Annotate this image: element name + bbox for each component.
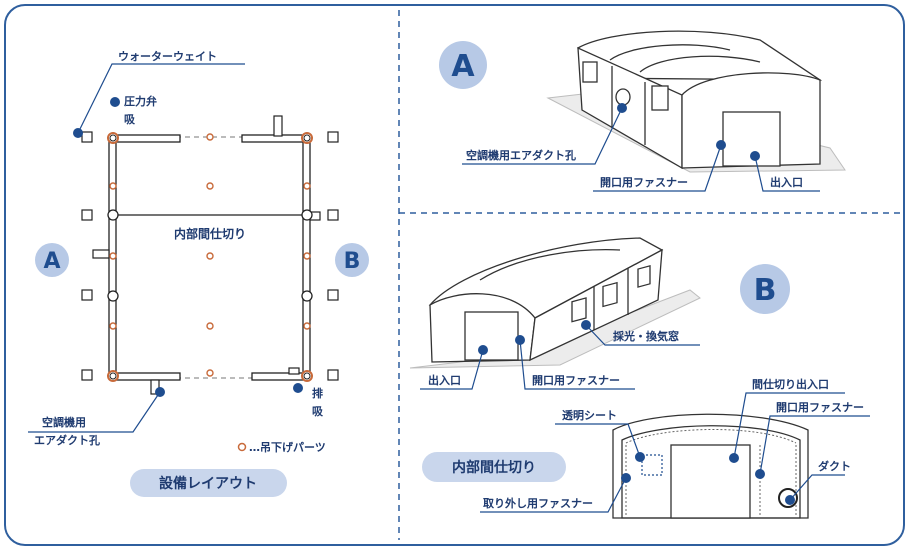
side-b-circle: [335, 243, 369, 277]
label-clear-sheet: 透明シート: [562, 409, 617, 422]
mid-post-l2: [107, 290, 119, 302]
wall-bottom-left: [109, 372, 181, 381]
clear-sheet-window: [641, 454, 663, 476]
label-duct: ダクト: [818, 459, 851, 473]
legend-hanging-label: …吊下げパーツ: [249, 440, 326, 454]
view-b-label-window: 採光・換気窓: [613, 329, 679, 343]
view-a-window-1: [582, 61, 598, 83]
view-a: A 空調機用エアダクト孔 開口用ファスナー 出入口: [439, 30, 846, 192]
label-partition-fastener: 開口用ファスナー: [776, 401, 864, 414]
label-duct-2: エアダクト孔: [34, 433, 100, 447]
view-b-window-1: [571, 297, 587, 323]
hanging-parts: [109, 133, 311, 377]
layout-title: 設備レイアウト: [159, 475, 257, 492]
side-a-letter: A: [43, 249, 60, 274]
view-b-window-2: [602, 281, 618, 308]
view-b-window-3: [637, 265, 651, 288]
view-b-letter: B: [754, 273, 777, 308]
label-partition: 内部間仕切り: [174, 226, 246, 241]
view-a-label-entrance: 出入口: [770, 175, 803, 189]
label-pressure-valve: 圧力弁: [124, 94, 157, 108]
view-a-roof-side: [577, 30, 823, 81]
exhaust-marker: [293, 383, 303, 393]
label-partition-entrance: 間仕切り出入口: [752, 377, 829, 391]
mid-post-r1: [301, 209, 313, 221]
mid-post-l1: [107, 209, 119, 221]
side-a-circle: [35, 243, 69, 277]
exhaust-pipe: [288, 367, 300, 375]
partition-frame-inner: [621, 425, 801, 519]
view-b-label-fastener: 開口用ファスナー: [532, 374, 620, 387]
water-weights: [81, 131, 339, 381]
view-b-label-entrance: 出入口: [428, 373, 461, 387]
view-a-label-fastener: 開口用ファスナー: [600, 176, 688, 189]
pressure-valve-marker: [110, 97, 120, 107]
view-a-duct-hole: [615, 88, 631, 106]
legend-hanging-icon: [237, 442, 247, 452]
label-removable-fastener: 取り外し用ファスナー: [483, 496, 593, 510]
partition-title: 内部間仕切り: [452, 459, 536, 476]
side-b-letter: B: [344, 249, 361, 274]
wall-top-left: [109, 134, 181, 143]
layout-title-pill: [130, 469, 287, 497]
pressure-valve-pipe: [273, 115, 283, 137]
view-b-door: [464, 311, 519, 361]
view-a-window-2: [651, 85, 669, 111]
label-exhaust-2: 吸: [312, 405, 324, 418]
label-intake: 吸: [124, 113, 136, 126]
view-a-label-duct: 空調機用エアダクト孔: [466, 148, 576, 162]
view-a-circle: [439, 41, 487, 89]
partition-view: 内部間仕切り 透明シート 間仕切り出入口 開口用ファスナー ダクト 取り外し用フ…: [422, 377, 870, 519]
view-a-letter: A: [451, 49, 475, 84]
view-b-side-wall: [529, 248, 663, 362]
layout-plan: ウォーターウェイト 圧力弁 吸 内部間仕切り A B 排 吸 空調機用 エアダク…: [28, 50, 369, 497]
duct-pipe: [150, 379, 160, 395]
view-b: B 採光・換気窓 出入口 開口用ファスナー: [409, 237, 790, 390]
label-duct-1: 空調機用: [42, 415, 86, 429]
view-b-circle: [740, 264, 790, 314]
label-water-weight: ウォーターウェイト: [118, 50, 217, 63]
partition-title-pill: [422, 452, 566, 482]
label-exhaust-1: 排: [312, 386, 323, 400]
wall-bottom-right: [251, 372, 309, 381]
left-pipe: [92, 249, 110, 259]
mid-post-r2: [301, 290, 313, 302]
